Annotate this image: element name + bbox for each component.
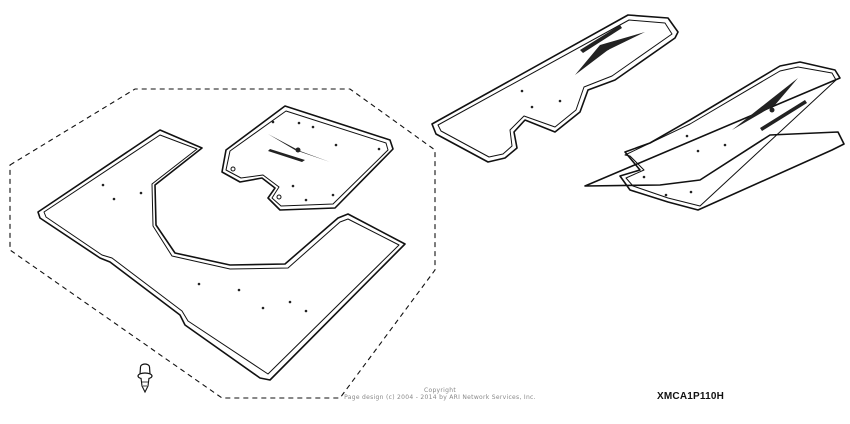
copyright-text: Page design (c) 2004 - 2014 by ARI Netwo… [344, 394, 536, 401]
copyright-title: Copyright [423, 387, 457, 394]
copyright-notice: Copyright Page design (c) 2004 - 2014 by… [320, 387, 560, 401]
assembly-boundary [9, 88, 436, 399]
eagle-emblem-icon [732, 78, 807, 131]
eagle-emblem-icon [575, 25, 645, 75]
push-rivet-icon[interactable] [137, 363, 153, 394]
floor-mat-large[interactable] [37, 129, 406, 381]
floor-mat-lower-right[interactable] [584, 61, 845, 211]
floor-mat-insert[interactable] [221, 105, 394, 211]
eagle-emblem-icon [268, 134, 330, 162]
diagram-part-number: XMCA1P110H [657, 391, 725, 402]
floor-mat-upper-right[interactable] [431, 14, 679, 163]
